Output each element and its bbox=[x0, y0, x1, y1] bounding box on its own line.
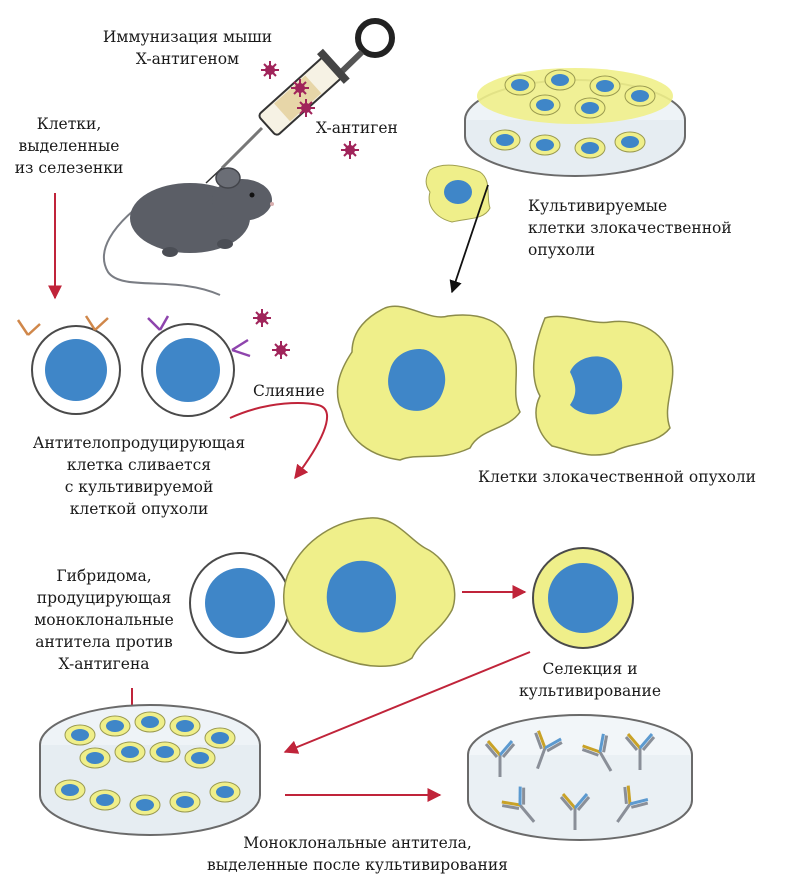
fuses-line-3: с культивируемой bbox=[64, 478, 214, 496]
spleen-line-1: Клетки, bbox=[36, 115, 102, 133]
hybridoma-line-4: антитела против bbox=[35, 633, 173, 651]
antibody-icon bbox=[16, 315, 109, 336]
antibody-icon bbox=[147, 315, 251, 358]
spleen-line-2: выделенные bbox=[18, 137, 120, 155]
fused-cell bbox=[189, 517, 456, 667]
fusion-label: Слияние bbox=[253, 382, 325, 400]
petri-dish-icon bbox=[464, 68, 686, 177]
tumor-cell-2 bbox=[532, 315, 674, 456]
spleen-cell-1 bbox=[31, 325, 121, 415]
antigen-particle-icon bbox=[252, 308, 291, 360]
hybridoma-line-3: моноклональные bbox=[34, 611, 174, 629]
monoclonal-label: Моноклональные антитела, выделенные посл… bbox=[185, 832, 530, 876]
spleen-cells-label: Клетки, выделенные из селезенки bbox=[4, 113, 134, 179]
x-antigen-label: X-антиген bbox=[316, 119, 398, 137]
cultured-line-3: опухоли bbox=[528, 241, 596, 259]
mouse-icon bbox=[102, 167, 274, 296]
arrow-fusion bbox=[229, 402, 329, 478]
cultured-line-2: клетки злокачественной bbox=[528, 219, 732, 237]
antibody-cell-fuses-label: Антителопродуцирующая клетка сливается с… bbox=[4, 432, 274, 520]
tumor-cells-label: Клетки злокачественной опухоли bbox=[478, 468, 756, 486]
fuses-line-1: Антителопродуцирующая bbox=[32, 434, 246, 452]
monoclonal-line-2: выделенные после культивирования bbox=[207, 856, 508, 874]
hybridoma-label: Гибридома, продуцирующая моноклональные … bbox=[4, 565, 204, 675]
arrow-culture-down bbox=[449, 184, 489, 294]
hybridoma-line-5: X-антигена bbox=[58, 655, 150, 673]
cultured-line-1: Культивируемые bbox=[528, 197, 668, 215]
hybridoma-cell bbox=[532, 547, 634, 649]
selection-label: Селекция и культивирование bbox=[495, 658, 685, 702]
arrow-to-culture-dish bbox=[283, 651, 531, 754]
monoclonal-line-1: Моноклональные антитела, bbox=[243, 834, 472, 852]
immunization-line-2: X-антигеном bbox=[135, 50, 240, 68]
fuses-line-2: клетка сливается bbox=[66, 456, 212, 474]
hybridoma-line-1: Гибридома, bbox=[56, 567, 152, 585]
selection-line-2: культивирование bbox=[518, 682, 662, 700]
spleen-line-3: из селезенки bbox=[14, 159, 124, 177]
spleen-cell-2 bbox=[141, 323, 235, 417]
small-tumor-cell bbox=[425, 164, 491, 223]
petri-dish-icon bbox=[467, 714, 693, 841]
hybridoma-line-2: продуцирующая bbox=[36, 589, 172, 607]
selection-line-1: Селекция и bbox=[542, 660, 638, 678]
petri-dish-icon bbox=[39, 704, 261, 836]
fuses-line-4: клеткой опухоли bbox=[69, 500, 209, 518]
tumor-cell-1 bbox=[336, 305, 521, 461]
immunization-line-1: Иммунизация мыши bbox=[102, 28, 273, 46]
cultured-tumor-label: Культивируемые клетки злокачественной оп… bbox=[528, 195, 732, 261]
immunization-label: Иммунизация мыши X-антигеном bbox=[80, 26, 295, 70]
